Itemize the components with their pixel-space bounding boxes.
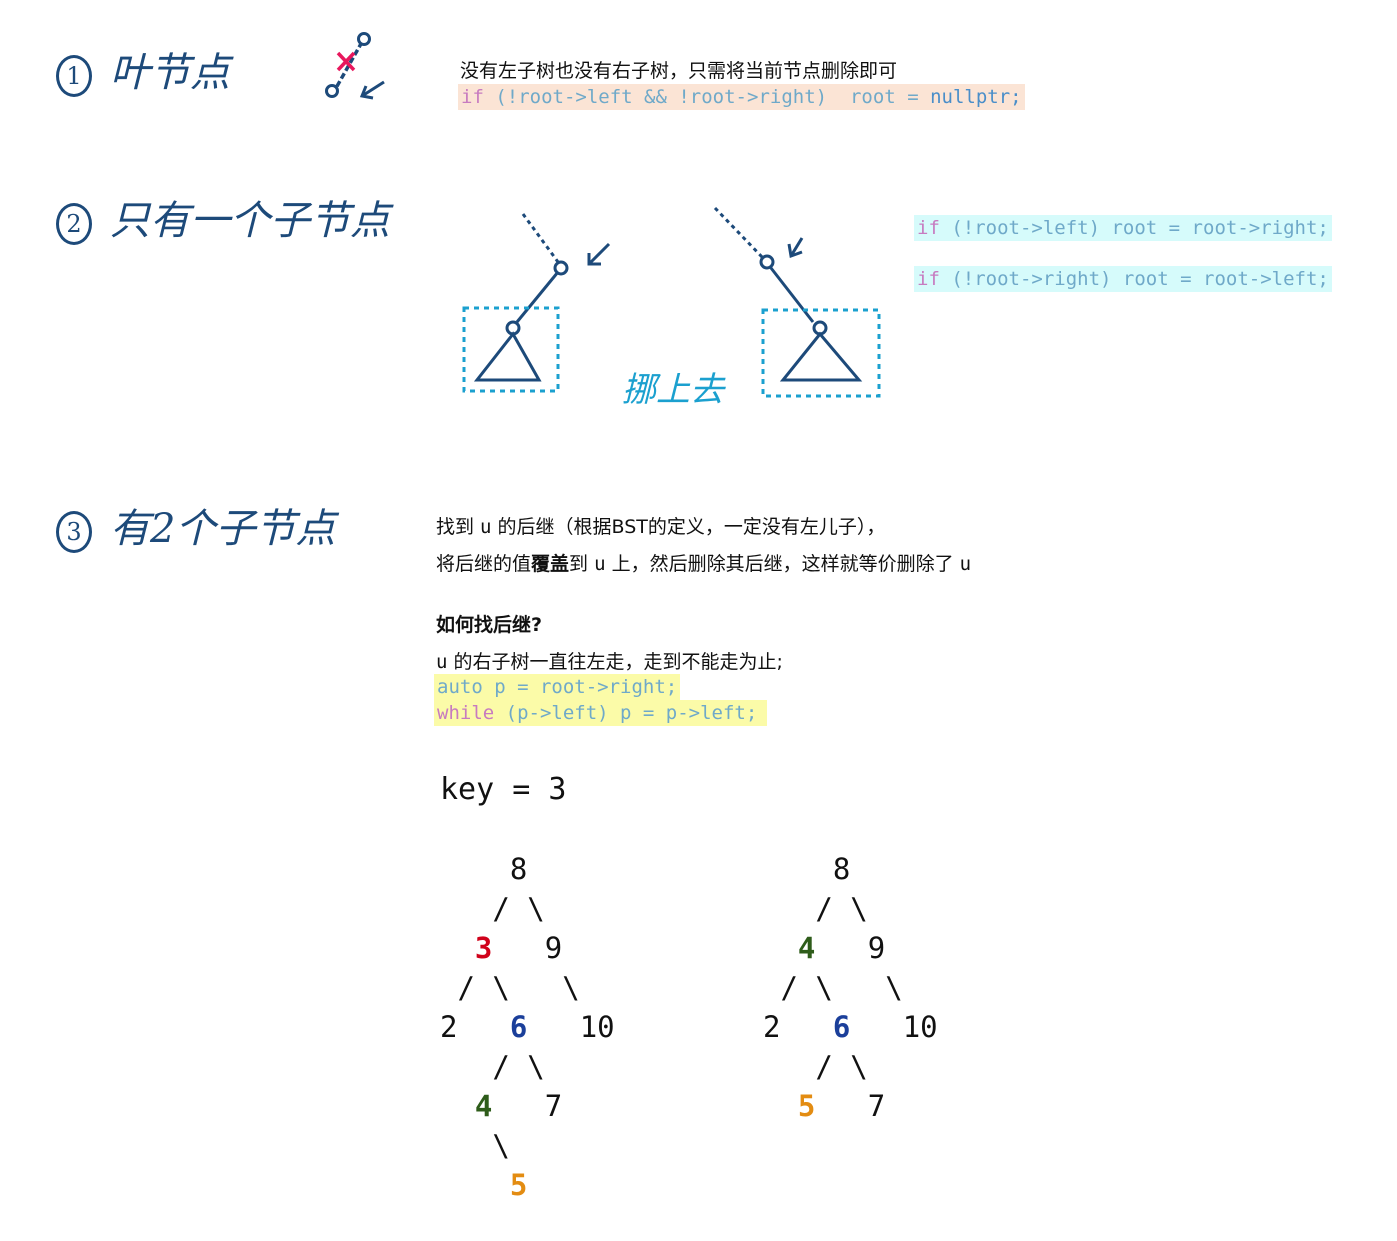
- one-child-diagram: [462, 206, 881, 398]
- line2-text-c: 上，然后删除其后继，这样就等价删除了: [605, 553, 960, 575]
- tree-node: 8: [832, 852, 851, 886]
- code-eq: =: [907, 86, 919, 108]
- left-subtree-box: [462, 306, 560, 393]
- right-arrow-icon: [787, 237, 804, 259]
- section3-line2: 将后继的值覆盖到 u 上，然后删除其后继，这样就等价删除了 u: [436, 549, 971, 576]
- tree-node: 5: [509, 1168, 528, 1202]
- section3-title: 有2个子节点: [110, 506, 336, 552]
- code-keyword: if: [917, 268, 940, 290]
- line2-bold: 覆盖: [531, 553, 570, 575]
- right-subtree-triangle: [779, 331, 863, 382]
- code-condition: (!root->left && !root->right): [495, 86, 828, 108]
- section3-code-1: auto p = root->right;: [434, 674, 681, 700]
- line1-text-a: 找到: [436, 516, 481, 538]
- left-child-edge: [515, 271, 560, 323]
- code-rest: p = root->right;: [494, 676, 678, 698]
- move-up-label: 挪上去: [622, 370, 724, 410]
- tree-node: 10: [902, 1010, 938, 1044]
- code-rest: (p->left) p = p->left;: [505, 702, 758, 724]
- section2-title: 只有一个子节点: [110, 198, 390, 244]
- tree-after: 8 / \ 4 9 / \ \ 2 6 10 / \ 5 7: [763, 852, 938, 1123]
- section2-code-1: if (!root->left) root = root->right;: [914, 215, 1332, 241]
- section1-code: if (!root->left && !root->right) root = …: [458, 84, 1025, 110]
- line2-var-u2: u: [959, 553, 972, 575]
- tree-node: 9: [867, 931, 886, 965]
- line2-text-a: 将后继的值: [436, 553, 532, 575]
- code-keyword: if: [917, 217, 940, 239]
- line2-text-b: 到: [569, 553, 595, 575]
- right-deleted-node: [759, 254, 775, 270]
- tree-node: 7: [867, 1089, 886, 1123]
- left-deleted-node: [553, 260, 569, 276]
- tree-before: 8 / \ 3 9 / \ \ 2 6 10 / \ 4 7 \ 5: [440, 852, 615, 1202]
- line3-text: 的右子树一直往左走，走到不能走为止;: [447, 651, 783, 673]
- arrow-icon: [359, 80, 385, 100]
- left-parent-edge: [521, 213, 560, 263]
- line3-var-u: u: [436, 651, 448, 673]
- code-keyword: auto: [437, 676, 483, 698]
- code-rest: (!root->right) root = root->left;: [951, 268, 1329, 290]
- code-keyword: if: [461, 86, 484, 108]
- section1-heading: 1 叶节点: [56, 40, 230, 98]
- left-subtree-triangle: [473, 331, 542, 382]
- line1-text-b: 的后继（根据BST的定义，一定没有左儿子），: [491, 516, 886, 538]
- code-rhs: nullptr;: [930, 86, 1022, 108]
- section2-heading: 2 只有一个子节点: [56, 188, 390, 246]
- tree-node: 2: [440, 1010, 458, 1044]
- right-parent-edge: [713, 206, 765, 260]
- code-keyword: while: [437, 702, 495, 724]
- section1-description: 没有左子树也没有右子树，只需将当前节点删除即可: [460, 60, 898, 82]
- section2-number: 2: [56, 203, 92, 245]
- tree-node: 5: [797, 1089, 816, 1123]
- line1-var-u: u: [480, 516, 492, 538]
- section3-line1: 找到 u 的后继（根据BST的定义，一定没有左儿子），: [436, 512, 885, 539]
- right-subtree-box: [761, 308, 881, 398]
- left-arrow-icon: [587, 242, 611, 266]
- section3-line3: u 的右子树一直往左走，走到不能走为止;: [436, 647, 783, 674]
- right-child-edge: [769, 267, 815, 323]
- leaf-node: [325, 84, 339, 98]
- tree-node: 9: [544, 931, 563, 965]
- section3-heading: 3 有2个子节点: [56, 496, 335, 554]
- delete-cross-icon: [336, 51, 356, 72]
- tree-node: 2: [763, 1010, 781, 1044]
- tree-node: 6: [832, 1010, 851, 1044]
- tree-node-deleted: 3: [474, 931, 493, 965]
- section2-code-2: if (!root->right) root = root->left;: [914, 266, 1332, 292]
- code-lhs: root: [849, 86, 896, 108]
- code-rest: (!root->left) root = root->right;: [951, 217, 1329, 239]
- section3-code-2: while (p->left) p = p->left;: [434, 700, 768, 726]
- section1-number: 1: [56, 55, 92, 97]
- line2-var-u: u: [594, 553, 606, 575]
- tree-node: 7: [544, 1089, 563, 1123]
- successor-question: 如何找后继?: [436, 614, 543, 636]
- section1-title: 叶节点: [110, 50, 230, 96]
- leaf-node-sketch: [325, 32, 385, 100]
- key-line: key = 3: [440, 772, 567, 807]
- tree-node-successor: 4: [474, 1089, 493, 1123]
- tree-node-replaced: 4: [797, 931, 816, 965]
- parent-node: [357, 32, 371, 46]
- section3-number: 3: [56, 511, 92, 553]
- tree-node: 8: [509, 852, 528, 886]
- tree-node: 10: [579, 1010, 615, 1044]
- tree-node: 6: [509, 1010, 528, 1044]
